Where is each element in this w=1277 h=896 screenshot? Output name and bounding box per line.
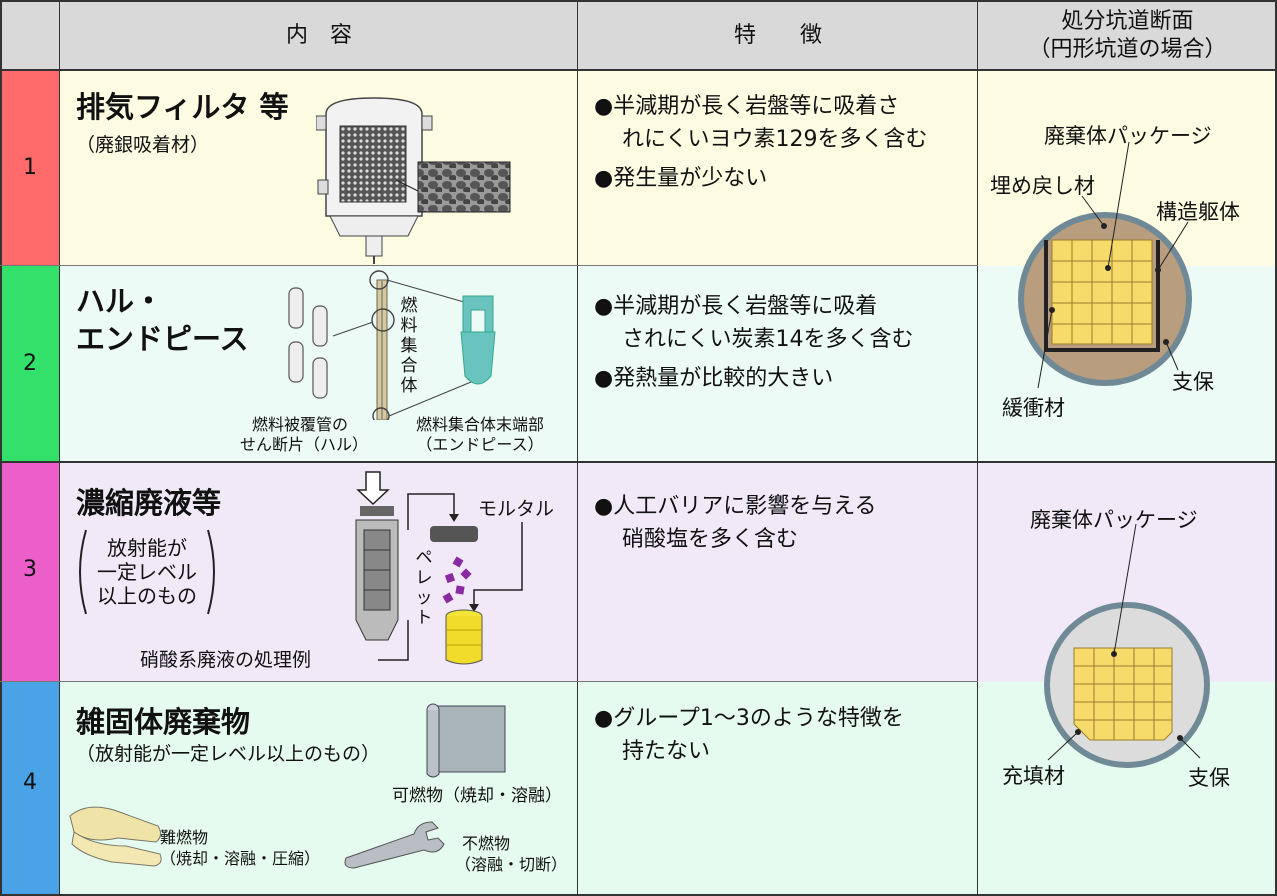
- row-4-feature-2: 持たない: [622, 739, 711, 764]
- row-2-title-line2: エンドピース: [76, 322, 249, 356]
- row-3-label-pellet: ペレット: [415, 548, 433, 628]
- row-4-label-noncomb-1: 不燃物: [462, 834, 511, 853]
- row-3-number: 3: [23, 557, 37, 582]
- row-4-features: ●グループ1～3のような特徴を 持たない: [594, 702, 904, 768]
- row-4-title: 雑固体廃棄物: [76, 705, 251, 739]
- row-1-feature-3: ●発生量が少ない: [594, 166, 768, 191]
- row-1-title: 排気フィルタ 等: [76, 90, 289, 124]
- header-content: 内 容: [285, 23, 352, 48]
- header-feature: 特 徴: [733, 23, 822, 48]
- row-3-feature-2: 硝酸塩を多く含む: [622, 527, 799, 552]
- row-2-feature-2: されにくい炭素14を多く含む: [622, 327, 914, 352]
- row-1-features: ●半減期が長く岩盤等に吸着さ れにくいヨウ素129を多く含む ●発生量が少ない: [594, 90, 928, 195]
- row-3-features: ●人工バリアに影響を与える 硝酸塩を多く含む: [594, 490, 877, 556]
- header-section-line1: 処分坑道断面: [1061, 9, 1194, 34]
- row-2-label-endpiece-2: （エンドピース）: [416, 435, 544, 454]
- row-4-subtitle: （放射能が一定レベル以上のもの）: [76, 743, 381, 765]
- row-1-number-cell: [0, 70, 60, 266]
- row-3-feature-1: ●人工バリアに影響を与える: [594, 494, 877, 519]
- row-3-number-cell: [0, 462, 60, 682]
- row-2-content-cell: [60, 266, 978, 462]
- section-a-label-buffer: 緩衝材: [1002, 396, 1065, 420]
- row-1-number: 1: [23, 155, 37, 180]
- row-2-number-cell: [0, 266, 60, 462]
- row-2-features: ●半減期が長く岩盤等に吸着 されにくい炭素14を多く含む ●発熱量が比較的大きい: [594, 290, 914, 395]
- row-1-content-cell: [60, 70, 978, 266]
- section-a-label-package: 廃棄体パッケージ: [1044, 124, 1212, 148]
- gallery-section-b: [1044, 602, 1210, 768]
- row-2-label-endpiece-1: 燃料集合体末端部: [415, 415, 544, 434]
- row-2-title-line1: ハル・: [76, 284, 164, 318]
- section-b-label-filler: 充填材: [1002, 764, 1065, 788]
- row-1-subtitle: （廃銀吸着材）: [76, 134, 210, 156]
- row-2-label-assembly: 燃料集合体: [400, 296, 418, 396]
- row-4-number-cell: [0, 682, 60, 896]
- header-row: [0, 0, 1277, 70]
- section-b-leaders: [1047, 523, 1201, 761]
- row-2-label-hull-2: せん断片（ハル）: [240, 435, 369, 454]
- row-4-label-combustible: 可燃物（焼却・溶融）: [392, 786, 562, 806]
- section-a-label-structure: 構造躯体: [1156, 200, 1240, 224]
- section-b-label-support: 支保: [1188, 766, 1230, 790]
- header-section-line2: （円形坑道の場合）: [1028, 37, 1227, 62]
- row-1-feature-2: れにくいヨウ素129を多く含む: [622, 127, 928, 152]
- section-a-label-backfill: 埋め戻し材: [990, 174, 1095, 198]
- liquid-waste-process-icon: [355, 471, 523, 665]
- row-4-number: 4: [23, 770, 37, 795]
- row-3-label-example: 硝酸系廃液の処理例: [140, 649, 312, 671]
- row-2-feature-3: ●発熱量が比較的大きい: [594, 366, 834, 391]
- row-2-feature-1: ●半減期が長く岩盤等に吸着: [594, 294, 878, 319]
- row-2-label-hull-1: 燃料被覆管の: [251, 415, 348, 434]
- row-3-title: 濃縮廃液等: [76, 486, 222, 520]
- row-3-paren-2: 一定レベル: [97, 560, 197, 584]
- row-4-label-hard-2: （焼却・溶融・圧縮）: [160, 849, 321, 868]
- row-3-paren-1: 放射能が: [107, 536, 187, 560]
- row-4-label-noncomb-2: （溶融・切断）: [455, 855, 568, 874]
- row-1-feature-1: ●半減期が長く岩盤等に吸着さ: [594, 94, 900, 119]
- row-2-number: 2: [23, 351, 37, 376]
- hull-endpiece-icon: [288, 270, 496, 420]
- gallery-section-a: [1018, 212, 1192, 386]
- row-4-label-hard-1: 難燃物: [160, 828, 209, 847]
- row-3-paren-3: 以上のもの: [97, 584, 197, 608]
- section-a-leaders: [1037, 141, 1189, 389]
- row-4-feature-1: ●グループ1～3のような特徴を: [594, 706, 904, 731]
- exhaust-filter-icon: [316, 97, 511, 264]
- wrench-icon: [344, 821, 445, 869]
- row-4-content-cell: [60, 682, 978, 896]
- combustible-sheet-icon: [426, 703, 506, 778]
- row-3-label-mortar: モルタル: [478, 498, 555, 520]
- gloves-icon: [69, 806, 162, 867]
- section-b-label-package: 廃棄体パッケージ: [1030, 508, 1198, 532]
- section-a-label-support: 支保: [1172, 370, 1214, 394]
- paren-bracket: [79, 529, 215, 615]
